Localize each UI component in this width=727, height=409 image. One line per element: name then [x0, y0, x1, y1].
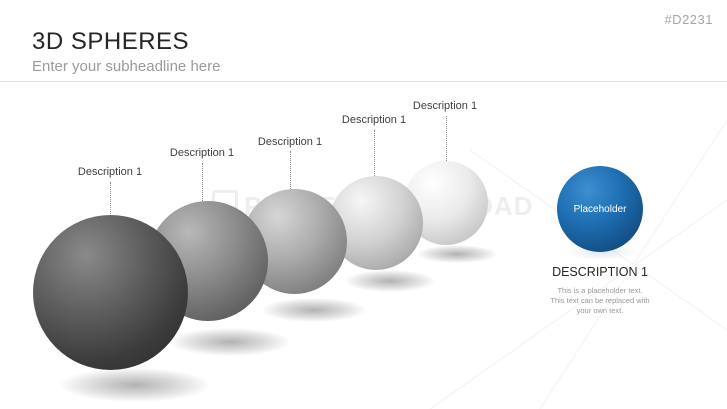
connector-line [446, 116, 447, 161]
sphere-label: Description 1 [257, 136, 323, 148]
header-divider [0, 81, 727, 82]
legend-text: This is a placeholder text. This text ca… [550, 286, 650, 315]
sphere-label: Description 1 [77, 166, 143, 178]
legend-title: DESCRIPTION 1 [552, 265, 648, 279]
sphere-1 [33, 215, 188, 370]
sphere-shadow [170, 328, 290, 356]
slide-id: #D2231 [664, 12, 713, 27]
connector-line [110, 182, 111, 216]
sphere-label: Description 1 [412, 100, 478, 112]
sphere-label: Description 1 [341, 114, 407, 126]
connector-line [290, 151, 291, 189]
connector-line [202, 163, 203, 201]
sphere-shadow [417, 245, 497, 263]
page-title: 3D SPHERES [32, 28, 190, 55]
legend-sphere: Placeholder [557, 166, 643, 252]
sphere-label: Description 1 [169, 147, 235, 159]
sphere-shadow [60, 368, 210, 402]
sphere-shadow [345, 270, 435, 292]
page-subtitle: Enter your subheadline here [32, 58, 221, 75]
legend-sphere-label: Placeholder [573, 203, 627, 215]
connector-line [374, 130, 375, 176]
sphere-shadow [262, 298, 366, 322]
